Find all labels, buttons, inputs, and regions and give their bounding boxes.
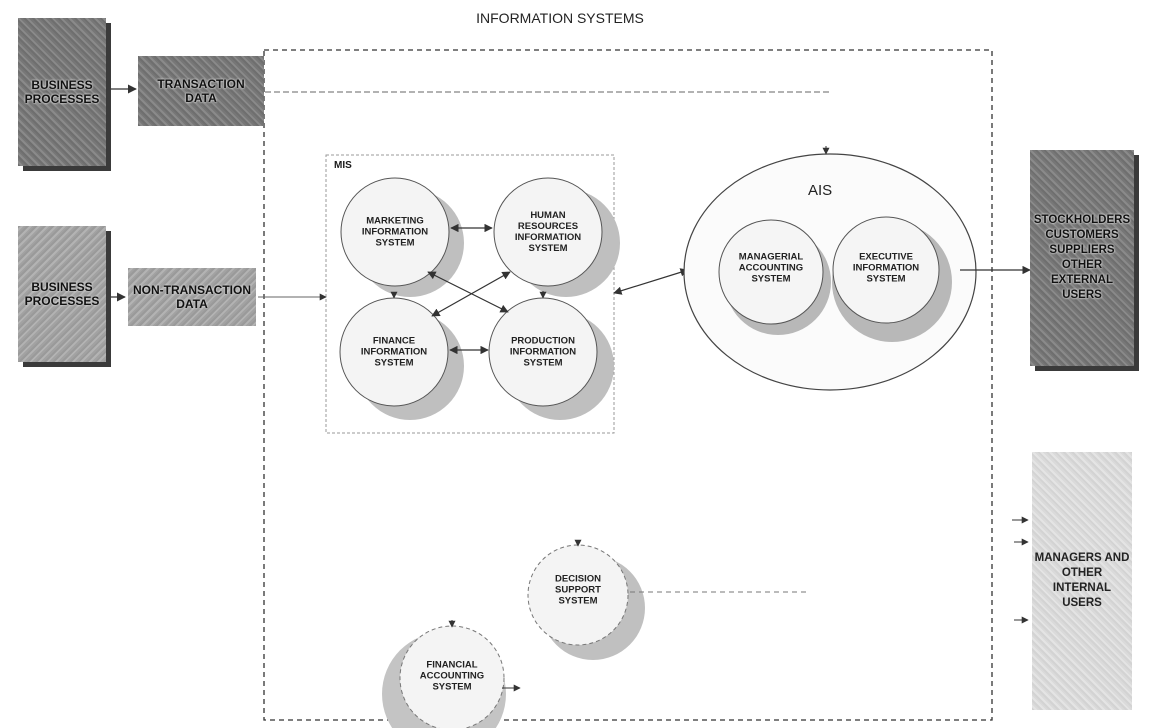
internal-users-label: MANAGERS AND OTHER INTERNAL USERS — [1034, 552, 1130, 609]
managerial-label: MANAGERIAL ACCOUNTING SYSTEM — [738, 251, 804, 285]
business-processes-box-1: BUSINESS PROCESSES — [18, 18, 106, 166]
financial-accounting-circle — [382, 625, 506, 728]
marketing-label: MARKETING INFORMATION SYSTEM — [361, 215, 429, 249]
transaction-data-label: TRANSACTION DATA — [157, 77, 245, 105]
decision-support-circle — [527, 544, 645, 660]
arrow-hr-finance — [431, 271, 511, 317]
human-resources-label: HUMAN RESOURCES INFORMATION SYSTEM — [514, 210, 582, 254]
business-processes-box-2: BUSINESS PROCESSES — [18, 226, 106, 362]
production-label: PRODUCTION INFORMATION SYSTEM — [509, 335, 577, 369]
non-transaction-data-box: NON-TRANSACTION DATA — [128, 268, 256, 326]
external-users-box: STOCKHOLDERS CUSTOMERS SUPPLIERS OTHER E… — [1030, 150, 1134, 366]
marketing-circle — [340, 177, 464, 297]
production-circle — [488, 297, 614, 420]
arrow-marketing-production — [427, 271, 509, 313]
finance-circle — [339, 297, 464, 420]
non-transaction-data-label: NON-TRANSACTION DATA — [133, 283, 251, 311]
external-users-label: STOCKHOLDERS CUSTOMERS SUPPLIERS OTHER E… — [1033, 214, 1131, 301]
information-systems-boundary — [263, 49, 993, 721]
mis-label: MIS — [334, 160, 352, 171]
diagram-title: INFORMATION SYSTEMS — [476, 10, 644, 26]
business-processes-label-1: BUSINESS PROCESSES — [24, 78, 100, 106]
finance-label: FINANCE INFORMATION SYSTEM — [360, 335, 428, 369]
executive-circle — [832, 216, 952, 342]
managerial-circle — [718, 219, 831, 335]
executive-label: EXECUTIVE INFORMATION SYSTEM — [852, 251, 920, 285]
human-resources-circle — [493, 177, 620, 297]
ais-label: AIS — [808, 182, 833, 199]
decision-support-label: DECISION SUPPORT SYSTEM — [555, 573, 601, 607]
internal-users-box: MANAGERS AND OTHER INTERNAL USERS — [1032, 452, 1132, 710]
arrow-mis-ais — [613, 268, 689, 295]
transaction-data-box: TRANSACTION DATA — [138, 56, 264, 126]
financial-accounting-label: FINANCIAL ACCOUNTING SYSTEM — [419, 659, 485, 693]
business-processes-label-2: BUSINESS PROCESSES — [24, 280, 100, 308]
